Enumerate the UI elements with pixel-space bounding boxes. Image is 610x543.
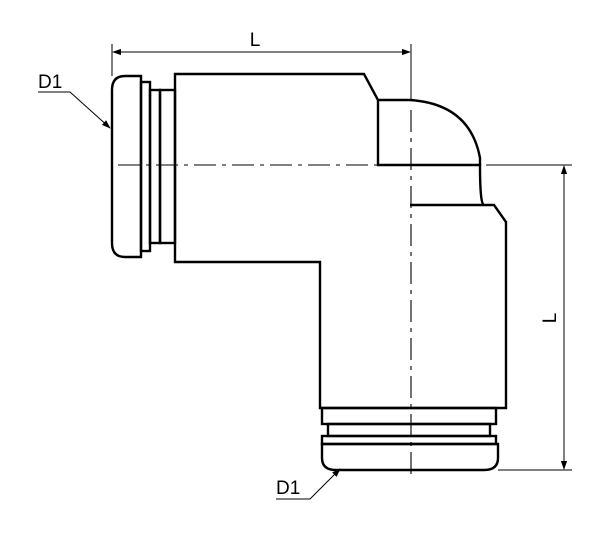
leader-line-top [38,91,111,129]
dimension-top: L [111,30,412,100]
collet-flange-top [139,80,152,253]
vertical-branch [320,406,500,472]
collet-cap-top [110,74,143,259]
collar-bottom [320,406,498,426]
leader-d1-top: D1 [38,72,111,129]
elbow-body [173,72,508,410]
release-ring-bottom [326,422,492,438]
diameter-label-top: D1 [38,72,62,93]
collet-cap-bottom [320,442,500,472]
horizontal-branch [110,74,177,259]
dimension-right: L [486,164,572,471]
dimension-label-right: L [540,313,561,324]
dimension-label-top: L [250,30,261,51]
diameter-label-bottom: D1 [276,478,300,499]
leader-d1-bottom: D1 [276,468,341,500]
elbow-neck [378,98,482,165]
release-ring-top [148,88,162,245]
leader-line-bottom [276,468,341,500]
collar-top [158,88,177,245]
